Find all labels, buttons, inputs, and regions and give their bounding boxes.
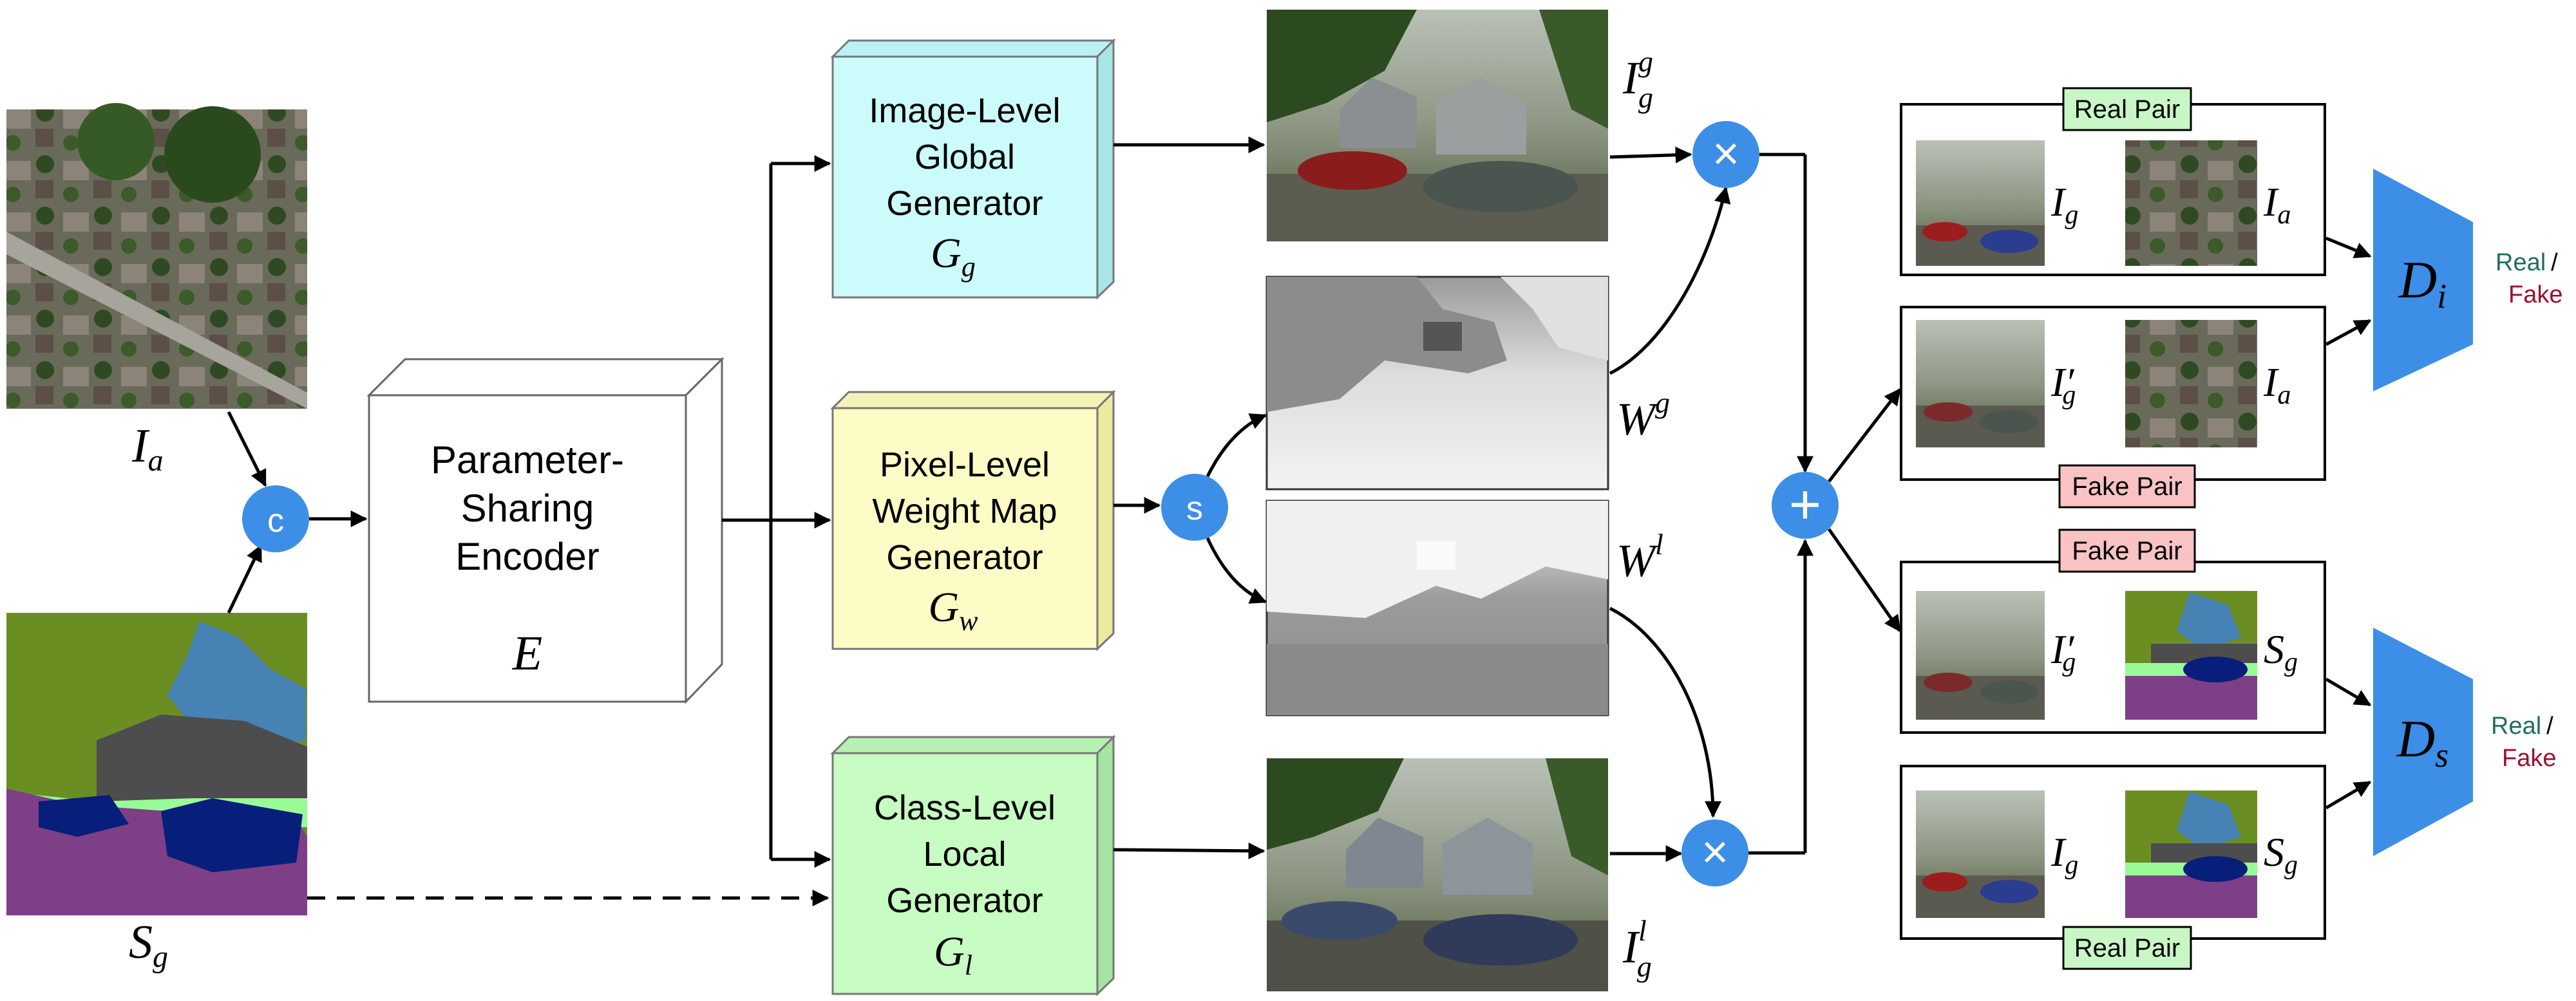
concat-op-icon: c xyxy=(242,485,309,552)
ds-output-real: Real/ xyxy=(2491,713,2553,740)
svg-text:+: + xyxy=(1789,474,1821,536)
arrow-add-to-fakepair2 xyxy=(1827,528,1902,633)
pair-box-1-label-1: Ig xyxy=(2050,179,2078,230)
arrow-box2-to-di xyxy=(2325,319,2372,346)
discriminator-di xyxy=(2373,169,2473,391)
arrow-global-to-mult xyxy=(1609,146,1692,164)
segmentation-map xyxy=(6,613,307,915)
pair-box-1-label-2: Ia xyxy=(2263,179,2291,230)
weight-gen-symbol: Gw xyxy=(928,584,978,637)
fake-pair-badge-2-text: Fake Pair xyxy=(2072,537,2182,565)
multiply-op-global-icon: × xyxy=(1692,121,1759,188)
seg-label: Sg xyxy=(129,916,168,974)
svg-text:c: c xyxy=(267,502,284,539)
pair-box-3-img-seg xyxy=(2125,591,2257,720)
global-gen-line2: Global xyxy=(914,138,1015,176)
pair-box-4-img-street xyxy=(1916,791,2045,918)
arrow-wg-to-mult xyxy=(1609,186,1731,375)
pair-box-2-label-1: I′g xyxy=(2050,359,2076,410)
weight-gen-line2: Weight Map xyxy=(872,492,1057,530)
local-gen-line3: Generator xyxy=(886,881,1043,920)
softmax-op-icon: s xyxy=(1161,474,1228,541)
pair-box-1-img-aerial xyxy=(2125,140,2257,266)
weight-map-local xyxy=(1265,500,1609,716)
real-pair-badge-top-text: Real Pair xyxy=(2074,95,2181,124)
aerial-label: Ia xyxy=(131,420,164,478)
discriminator-di-label: Di xyxy=(2398,250,2447,315)
fake-pair-badge-1-text: Fake Pair xyxy=(2072,472,2182,501)
arrow-aerial-to-concat xyxy=(227,411,267,487)
local-gen-line1: Class-Level xyxy=(874,789,1056,827)
arrow-softmax-to-wl xyxy=(1206,537,1267,604)
real-pair-badge-bottom xyxy=(2062,926,2192,970)
local-gen-symbol: Gl xyxy=(934,928,972,981)
add-op-icon: + xyxy=(1772,472,1839,539)
arrow-add-to-fakepair1 xyxy=(1828,388,1901,483)
arrow-box4-to-ds xyxy=(2325,780,2372,810)
pair-box-3-img-street xyxy=(1916,591,2045,720)
local-gen-line2: Local xyxy=(923,835,1006,874)
weight-map-local-label: Wl xyxy=(1616,528,1663,586)
global-gen-line1: Image-Level xyxy=(869,91,1060,130)
arrows-to-add xyxy=(1748,153,1814,855)
local-output-image xyxy=(1267,758,1608,991)
ds-output-fake: Fake xyxy=(2502,745,2556,772)
arrow-box3-to-ds xyxy=(2325,677,2372,707)
pair-box-2-img-aerial xyxy=(2125,320,2257,447)
encoder-box xyxy=(366,357,724,704)
svg-text:×: × xyxy=(1712,128,1739,180)
real-pair-badge-top xyxy=(2062,87,2192,131)
global-gen-symbol: Gg xyxy=(931,230,976,283)
weight-map-global-label: Wg xyxy=(1616,386,1670,445)
di-output-real: Real/ xyxy=(2496,249,2558,276)
pair-box-4-label-2: Sg xyxy=(2264,829,2298,880)
svg-text:s: s xyxy=(1186,490,1203,527)
pair-box-2-label-2: Ia xyxy=(2263,359,2291,410)
pair-box-4-img-seg xyxy=(2125,791,2257,918)
encoder-line1: Parameter- xyxy=(431,438,624,482)
weight-gen-line3: Generator xyxy=(886,538,1043,577)
encoder-symbol: E xyxy=(512,626,542,680)
pair-box-3-label-1: I′g xyxy=(2050,626,2076,677)
pair-box-3-label-2: Sg xyxy=(2264,626,2298,677)
arrow-seg-to-concat xyxy=(227,544,263,614)
encoder-line3: Encoder xyxy=(455,535,599,578)
encoder-line2: Sharing xyxy=(461,487,594,530)
encoder-fanout xyxy=(722,155,831,868)
di-output-fake: Fake xyxy=(2508,281,2562,308)
arrow-box1-to-di xyxy=(2325,236,2372,259)
global-output-image xyxy=(1267,10,1608,241)
pair-box-2-img-street xyxy=(1916,320,2045,447)
pair-box-4-label-1: Ig xyxy=(2050,829,2078,880)
aerial-image xyxy=(6,103,307,409)
svg-text:×: × xyxy=(1701,827,1728,878)
local-generator-box xyxy=(830,734,1116,996)
discriminator-ds xyxy=(2373,628,2473,856)
arrow-wl-to-mult xyxy=(1609,606,1721,818)
global-generator-box xyxy=(830,38,1116,300)
arrow-local-to-output xyxy=(1113,842,1265,859)
weight-map-global xyxy=(1265,276,1609,491)
weight-gen-line1: Pixel-Level xyxy=(880,445,1050,484)
discriminator-ds-label: Ds xyxy=(2396,709,2448,774)
pair-box-1-img-street xyxy=(1916,140,2045,266)
fake-pair-badge-2 xyxy=(2058,529,2196,573)
multiply-op-local-icon: × xyxy=(1681,819,1748,886)
arrow-softmax-to-wg xyxy=(1206,413,1267,478)
real-pair-badge-bottom-text: Real Pair xyxy=(2074,934,2181,962)
weight-generator-box xyxy=(830,389,1116,651)
fake-pair-badge-1 xyxy=(2058,464,2196,509)
global-gen-line3: Generator xyxy=(886,184,1043,223)
